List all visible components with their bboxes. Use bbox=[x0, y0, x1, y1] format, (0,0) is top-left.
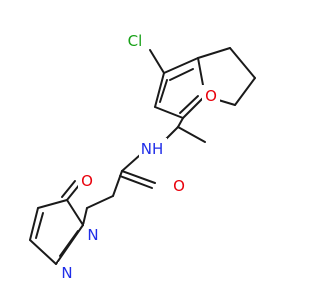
bond bbox=[37, 199, 68, 209]
bond bbox=[82, 207, 88, 226]
furan-oxygen-atom-label: O bbox=[205, 87, 217, 105]
bond bbox=[29, 239, 57, 265]
bond bbox=[61, 180, 76, 198]
bond bbox=[154, 72, 165, 108]
bond bbox=[163, 57, 199, 74]
bond bbox=[121, 154, 141, 172]
bond bbox=[59, 230, 79, 257]
molecule-canvas: Cl O NH O O N N bbox=[29, 30, 256, 284]
bond bbox=[121, 170, 156, 184]
bond bbox=[112, 170, 123, 197]
pyrimidinone-oxygen-atom-label: O bbox=[81, 172, 93, 190]
pyrimidinone-n1-atom-label: N bbox=[87, 226, 98, 244]
bond bbox=[229, 47, 256, 79]
bond bbox=[66, 183, 81, 201]
bond bbox=[234, 77, 256, 106]
bond bbox=[35, 212, 44, 239]
pyrimidinone-n3-label-bg bbox=[58, 262, 76, 284]
amide-nh-atom-label: NH bbox=[141, 140, 164, 158]
bond bbox=[197, 47, 231, 59]
bond bbox=[119, 175, 153, 189]
pyrimidinone-oxygen-label-bg bbox=[78, 170, 96, 192]
furan-oxygen-label-bg bbox=[202, 85, 220, 107]
bond bbox=[149, 49, 165, 74]
bond bbox=[66, 199, 84, 226]
bond bbox=[86, 195, 114, 209]
benzene-ring bbox=[154, 57, 206, 119]
structure-drawing: Cl O NH O O N N bbox=[29, 30, 256, 284]
pyrimidinone-n3-atom-label: N bbox=[61, 264, 72, 282]
bond bbox=[29, 207, 39, 241]
bond bbox=[177, 126, 206, 143]
chlorine-atom-label: Cl bbox=[128, 32, 143, 50]
side-chain bbox=[82, 117, 206, 226]
bond bbox=[179, 95, 199, 114]
bond bbox=[169, 68, 194, 81]
bond bbox=[159, 79, 168, 103]
pyrimidinone-ring bbox=[29, 180, 84, 265]
bond bbox=[154, 106, 184, 119]
pyrimidinone-n1-label-bg bbox=[84, 224, 102, 246]
chlorine-label-bg bbox=[121, 30, 147, 52]
amide-oxygen-atom-label: O bbox=[173, 177, 185, 195]
amide-oxygen-label-bg bbox=[170, 175, 188, 197]
amide-nh-label-bg bbox=[139, 138, 167, 160]
bond bbox=[182, 95, 206, 119]
bond bbox=[177, 117, 184, 128]
